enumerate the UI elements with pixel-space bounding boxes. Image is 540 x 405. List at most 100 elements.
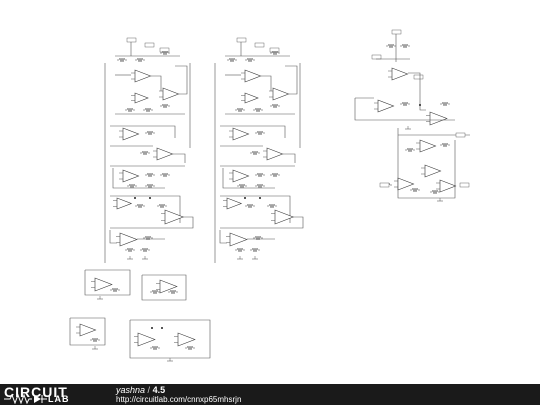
resistor-symbol <box>140 150 150 156</box>
wire <box>220 216 304 229</box>
op-amp-symbol <box>391 67 409 81</box>
op-amp-symbol <box>229 232 248 247</box>
resistor-symbol <box>168 289 178 295</box>
net-label-box <box>371 54 382 60</box>
net-label-box <box>126 37 137 43</box>
resistor-symbol <box>150 289 160 295</box>
resistor-symbol <box>255 130 265 136</box>
op-amp-symbol <box>156 147 174 161</box>
op-amp-symbol <box>244 69 262 83</box>
wire <box>222 168 275 189</box>
wire <box>110 125 176 138</box>
junction-dot <box>161 327 163 329</box>
net-label-box <box>391 29 402 35</box>
resistor-symbol <box>140 247 150 253</box>
resistor-symbol <box>270 172 280 178</box>
wire <box>141 274 187 301</box>
net-label-box <box>236 37 247 43</box>
op-amp-symbol <box>439 179 457 193</box>
resistor-symbol <box>235 247 245 253</box>
op-amp-symbol <box>232 127 250 141</box>
op-amp-symbol <box>164 209 185 225</box>
resistor-symbol <box>270 103 280 109</box>
op-amp-symbol <box>272 87 290 101</box>
logo-word-lab: LAB <box>48 394 70 404</box>
resistor-symbol <box>150 345 160 351</box>
op-amp-symbol <box>232 169 250 183</box>
resistor-symbol <box>125 247 135 253</box>
resistor-symbol <box>270 50 280 56</box>
wire <box>110 195 181 223</box>
resistor-symbol <box>253 235 263 241</box>
op-amp-symbol <box>116 197 133 210</box>
resistor-symbol <box>160 172 170 178</box>
op-amp-symbol <box>424 164 442 178</box>
wire <box>220 195 291 223</box>
resistor-symbol <box>110 287 120 293</box>
author-name[interactable]: yashna <box>116 385 146 395</box>
junction-dot <box>149 197 151 199</box>
net-label-box <box>379 182 390 188</box>
op-amp-symbol <box>266 147 284 161</box>
op-amp-symbol <box>79 323 97 337</box>
circuit-url[interactable]: http://circuitlab.com/cnnxp65mhsrjn <box>116 395 242 404</box>
op-amp-symbol <box>94 277 113 292</box>
resistor-symbol <box>143 235 153 241</box>
resistor-symbol <box>135 57 145 63</box>
resistor-symbol <box>255 183 265 189</box>
resistor-symbol <box>245 57 255 63</box>
resistor-symbol <box>410 187 420 193</box>
wire <box>173 153 186 163</box>
resistor-symbol <box>157 203 167 209</box>
wire <box>354 98 455 121</box>
circuit-title: 4.5 <box>152 385 166 395</box>
logo-word-circuit: CIRCUIT <box>4 384 68 400</box>
resistor-symbol <box>90 337 100 343</box>
op-amp-symbol <box>137 332 156 347</box>
op-amp-symbol <box>429 111 448 126</box>
net-label-box <box>455 132 466 138</box>
resistor-symbol <box>145 183 155 189</box>
wire <box>151 75 162 91</box>
resistor-symbol <box>143 107 153 113</box>
resistor-symbol <box>255 172 265 178</box>
resistor-symbol <box>127 183 137 189</box>
junction-dot <box>134 197 136 199</box>
op-amp-symbol <box>419 139 437 153</box>
wire <box>285 65 298 95</box>
junction-dot <box>259 197 261 199</box>
resistor-symbol <box>145 172 155 178</box>
circuit-info: yashna / 4.5 <box>116 386 165 395</box>
wire <box>220 125 286 138</box>
op-amp-symbol <box>274 209 295 225</box>
junction-dot <box>151 327 153 329</box>
op-amp-symbol <box>122 169 140 183</box>
net-label-box <box>459 182 470 188</box>
resistor-symbol <box>267 203 277 209</box>
resistor-symbol <box>440 142 450 148</box>
wire <box>69 317 106 346</box>
resistor-symbol <box>135 203 145 209</box>
net-label-box <box>159 47 170 53</box>
wire <box>283 153 296 163</box>
wire <box>175 65 188 95</box>
resistor-symbol <box>400 101 410 107</box>
title-separator: / <box>147 385 151 395</box>
resistor-symbol <box>400 43 410 49</box>
schematic-block-left <box>104 37 194 263</box>
wire <box>397 128 456 199</box>
wire <box>261 75 272 91</box>
wire <box>112 168 165 189</box>
wire <box>408 72 426 111</box>
net-label-box <box>144 42 155 48</box>
op-amp-symbol <box>377 99 395 113</box>
op-amp-symbol <box>177 332 196 347</box>
logo-resistor-icon <box>4 394 47 404</box>
resistor-symbol <box>185 345 195 351</box>
schematic-canvas <box>69 29 470 362</box>
schematic-block-right <box>354 29 470 202</box>
junction-dot <box>419 104 421 106</box>
net-label-box <box>413 74 424 80</box>
resistor-symbol <box>405 147 415 153</box>
circuitlab-logo[interactable]: CIRCUIT LAB <box>4 385 104 404</box>
